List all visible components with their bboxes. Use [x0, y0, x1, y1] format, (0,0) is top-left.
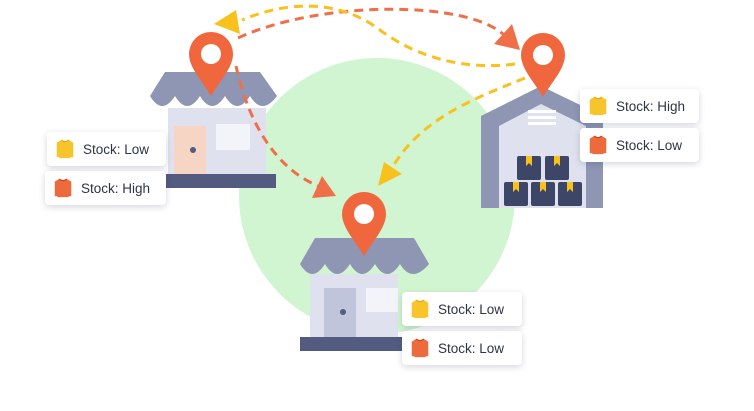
arrow-warehouse-to-left: [241, 4, 516, 68]
stock-label: Stock: Low: [402, 292, 522, 326]
stock-label: Stock: Low: [402, 331, 522, 365]
stock-text: Stock: Low: [438, 301, 505, 317]
stock-text: Stock: Low: [438, 340, 505, 356]
yellow-shirt-icon: [411, 299, 429, 319]
stock-text: Stock: Low: [83, 141, 150, 157]
yellow-shirt-icon: [589, 96, 607, 116]
transfer-arrows: [214, 4, 526, 198]
pin-warehouse: [521, 33, 565, 97]
orange-shirt-icon: [589, 135, 607, 155]
stock-text: Stock: High: [81, 180, 151, 196]
arrow-left-to-warehouse: [237, 7, 507, 40]
stock-text: Stock: Low: [616, 137, 683, 153]
stock-label: Stock: High: [580, 89, 699, 123]
arrow-left-to-bottom: [234, 65, 319, 188]
orange-shirt-icon: [411, 338, 429, 358]
stock-label: Stock: Low: [47, 132, 166, 166]
stock-text: Stock: High: [616, 98, 686, 114]
warehouse-boxes: [504, 156, 582, 206]
arrow-warehouse-to-bottom: [390, 76, 526, 169]
yellow-shirt-icon: [56, 139, 74, 159]
stock-label: Stock: High: [45, 171, 166, 205]
warehouse-building: [481, 86, 603, 208]
store-left-building: [150, 72, 277, 188]
orange-shirt-icon: [54, 178, 72, 198]
stock-label: Stock: Low: [580, 128, 699, 162]
